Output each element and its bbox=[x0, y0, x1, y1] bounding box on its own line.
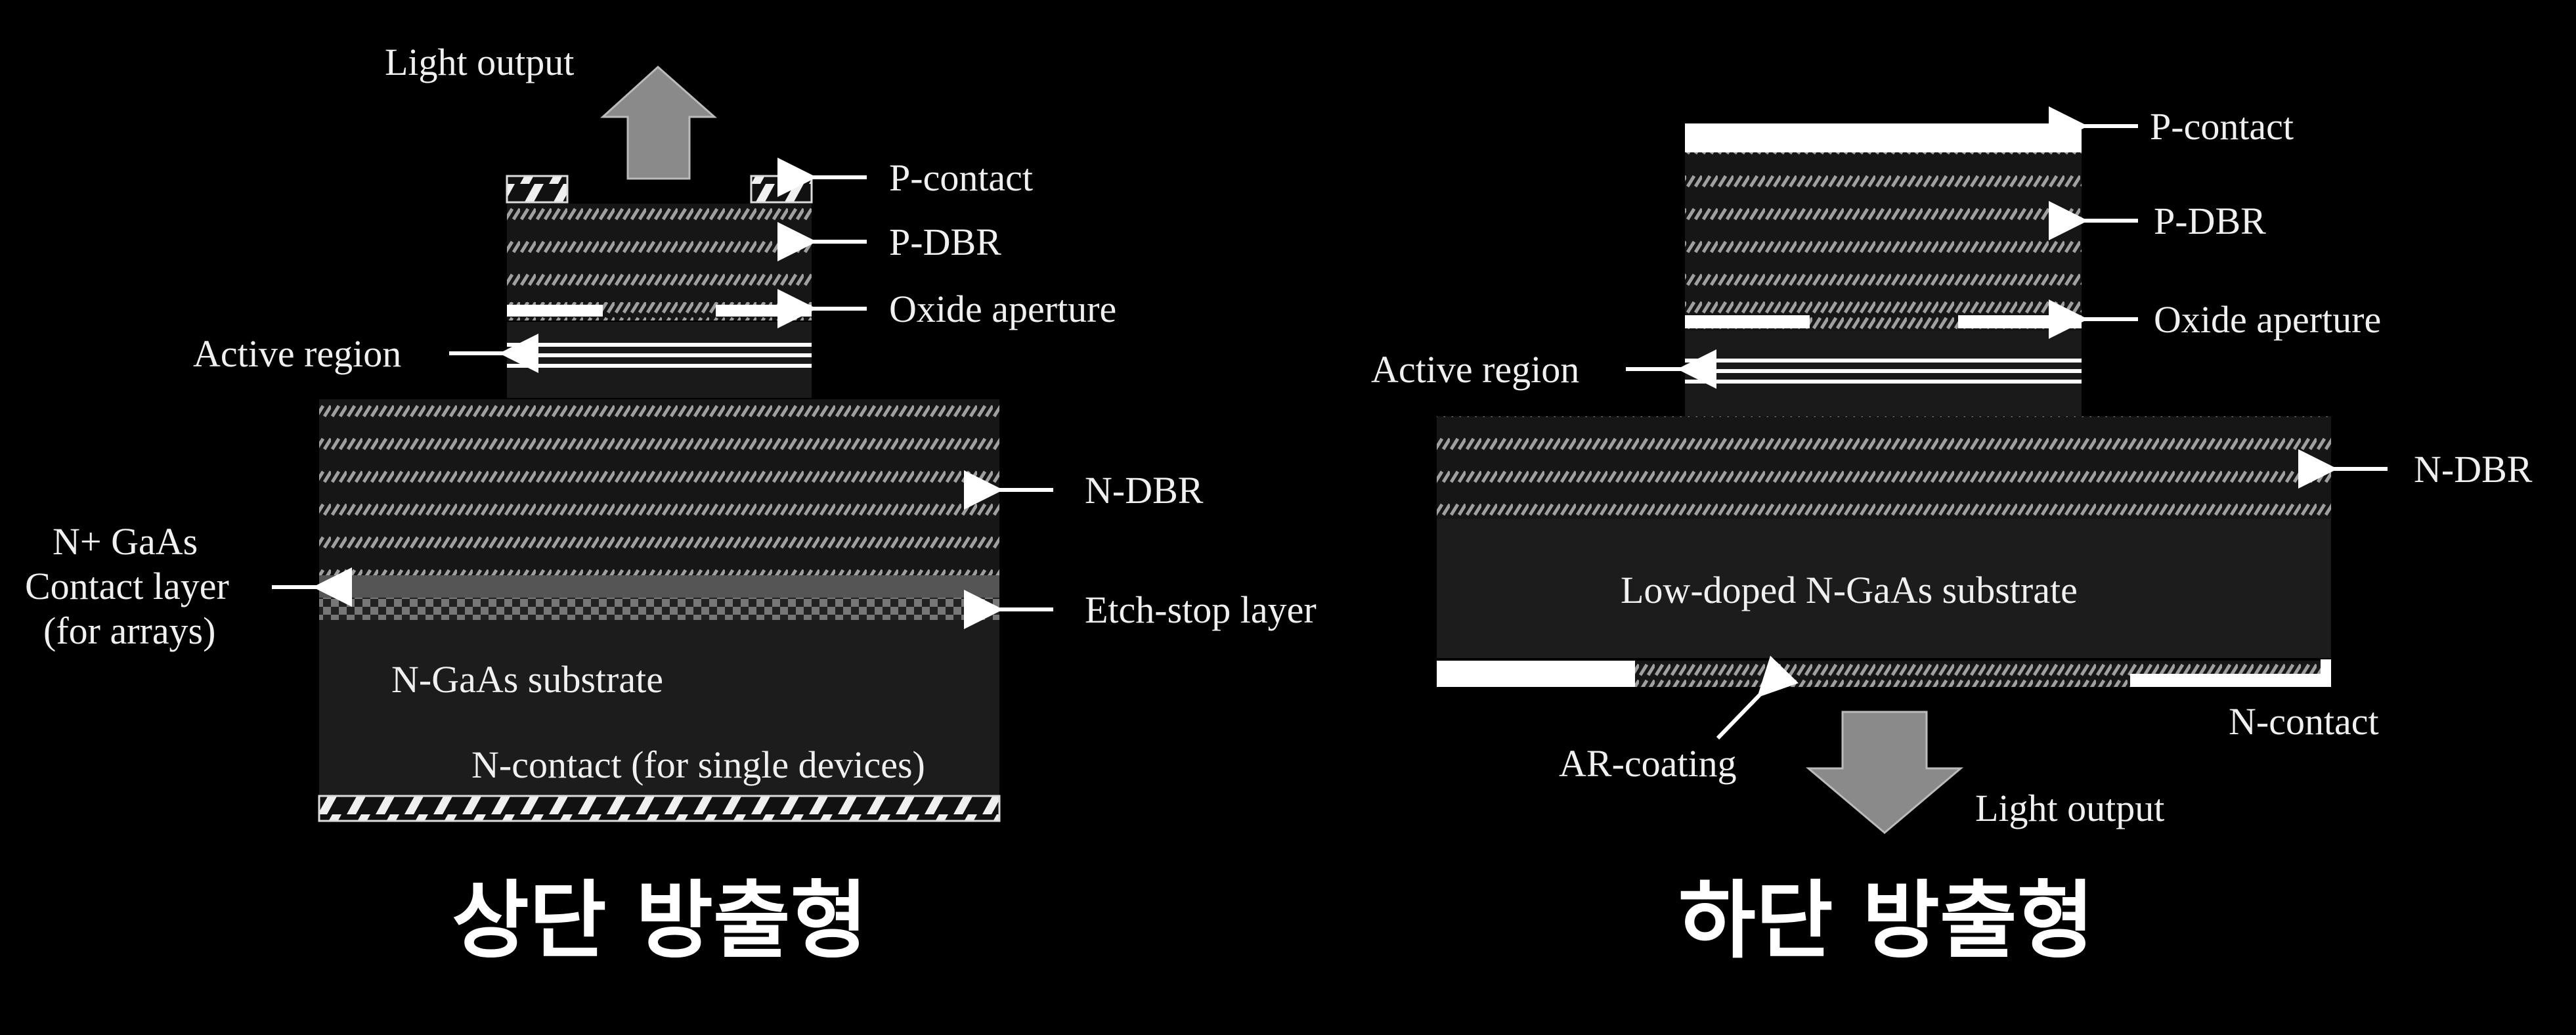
oxide-right bbox=[716, 305, 812, 317]
p-dbr-stack-bottom bbox=[1685, 152, 2082, 301]
label-p-contact-bottom: P-contact bbox=[2150, 105, 2294, 148]
label-n-gaas-substrate: N-GaAs substrate bbox=[391, 658, 663, 701]
label-active-region-top: Active region bbox=[193, 332, 401, 375]
title-bottom-emitting: 하단 방출형 bbox=[1678, 872, 2094, 970]
etch-stop-layer bbox=[319, 598, 999, 620]
label-p-dbr-top: P-DBR bbox=[889, 221, 1001, 263]
light-output-arrow-up bbox=[600, 65, 717, 180]
low-doped-substrate bbox=[1437, 519, 2331, 658]
oxide-left bbox=[507, 305, 603, 317]
n-gaas-substrate bbox=[319, 620, 999, 796]
label-oxide-aperture-top: Oxide aperture bbox=[889, 288, 1116, 330]
label-light-output-bottom: Light output bbox=[1975, 787, 2164, 829]
p-dbr-stack bbox=[507, 204, 812, 302]
top-emitting-structure bbox=[318, 65, 1001, 822]
oxide-left-bottom bbox=[1685, 315, 1810, 328]
label-p-contact-top: P-contact bbox=[889, 156, 1033, 199]
label-contact-layer-1: N+ GaAs bbox=[53, 520, 198, 563]
p-contact-right bbox=[750, 175, 813, 204]
title-top-emitting: 상단 방출형 bbox=[452, 872, 867, 970]
bottom-emitting-structure bbox=[1437, 123, 2331, 834]
p-contact-plate bbox=[1685, 123, 2082, 152]
label-p-dbr-bottom: P-DBR bbox=[2154, 200, 2266, 242]
n-dbr-stack-bottom bbox=[1437, 416, 2331, 519]
n-contact-left-bottom bbox=[1437, 661, 1635, 687]
light-output-arrow-down bbox=[1805, 711, 1964, 834]
label-n-contact-top: N-contact (for single devices) bbox=[471, 743, 925, 786]
contact-layer bbox=[319, 575, 999, 598]
bottom-emitting-labels: P-contact P-DBR Oxide aperture Active re… bbox=[1371, 105, 2533, 829]
label-light-output-top: Light output bbox=[385, 41, 574, 83]
active-region-block bbox=[507, 322, 812, 398]
label-oxide-aperture-bottom: Oxide aperture bbox=[2154, 298, 2381, 341]
label-ar-coating: AR-coating bbox=[1559, 742, 1737, 785]
label-etch-stop: Etch-stop layer bbox=[1085, 588, 1317, 631]
label-low-doped-substrate: Low-doped N-GaAs substrate bbox=[1621, 569, 2078, 611]
label-n-dbr-bottom: N-DBR bbox=[2414, 448, 2533, 491]
active-region-block-bottom bbox=[1685, 331, 2082, 416]
top-emitting-labels: Light output P-contact P-DBR Oxide apert… bbox=[25, 41, 1317, 786]
oxide-right-bottom bbox=[1958, 315, 2082, 328]
label-active-region-bottom: Active region bbox=[1371, 348, 1579, 391]
p-contact-left bbox=[506, 175, 569, 204]
label-n-dbr-top: N-DBR bbox=[1085, 469, 1204, 512]
n-contact-right-bottom bbox=[2130, 674, 2331, 687]
label-contact-layer-3: (for arrays) bbox=[43, 609, 215, 652]
n-contact-bottom bbox=[318, 795, 1001, 822]
label-contact-layer-2: Contact layer bbox=[25, 565, 229, 607]
n-dbr-stack bbox=[319, 399, 999, 575]
label-n-contact-bottom: N-contact bbox=[2229, 700, 2379, 743]
